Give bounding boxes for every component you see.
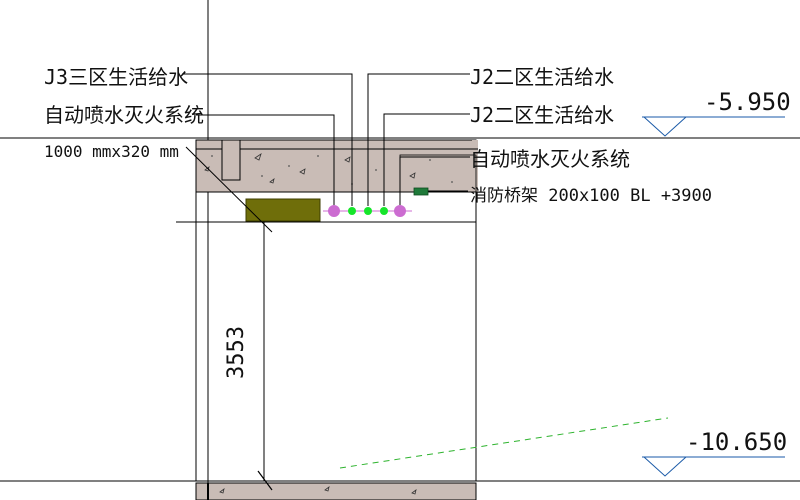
elevation-mark-top: [642, 116, 785, 137]
duct-leader: [185, 146, 273, 233]
label-auto-sprinkler-right: 自动喷水灭火系统: [470, 147, 630, 171]
label-j2-water-supply-2: J2二区生活给水: [470, 103, 614, 127]
label-j3-water-supply: J3三区生活给水: [44, 65, 188, 89]
label-j2-water-supply-1: J2二区生活给水: [470, 65, 614, 89]
sprinkler-pipe-right: [394, 205, 406, 217]
water-pipe-3: [380, 207, 388, 215]
bottom-slab: [195, 482, 477, 500]
dashed-hatch-line: [339, 417, 669, 469]
pipe-row: [323, 205, 412, 217]
water-pipe-1: [348, 207, 356, 215]
leader-lines: [182, 73, 470, 206]
elevation-bottom-value: -10.650: [686, 428, 787, 456]
top-slab: [195, 139, 478, 193]
label-duct-size: 1000 mmx320 mm: [44, 142, 179, 161]
air-duct: [245, 198, 321, 222]
water-pipe-2: [364, 207, 372, 215]
fire-cable-tray: [413, 187, 429, 196]
dimension-value: 3553: [224, 326, 249, 379]
elevation-top-value: -5.950: [704, 88, 791, 116]
sprinkler-pipe-left: [328, 205, 340, 217]
elevation-mark-bottom: [642, 456, 785, 477]
dimension-3553: [257, 222, 273, 491]
label-fire-cable-tray: 消防桥架 200x100 BL +3900: [470, 186, 712, 206]
label-auto-sprinkler-left: 自动喷水灭火系统: [44, 103, 204, 127]
